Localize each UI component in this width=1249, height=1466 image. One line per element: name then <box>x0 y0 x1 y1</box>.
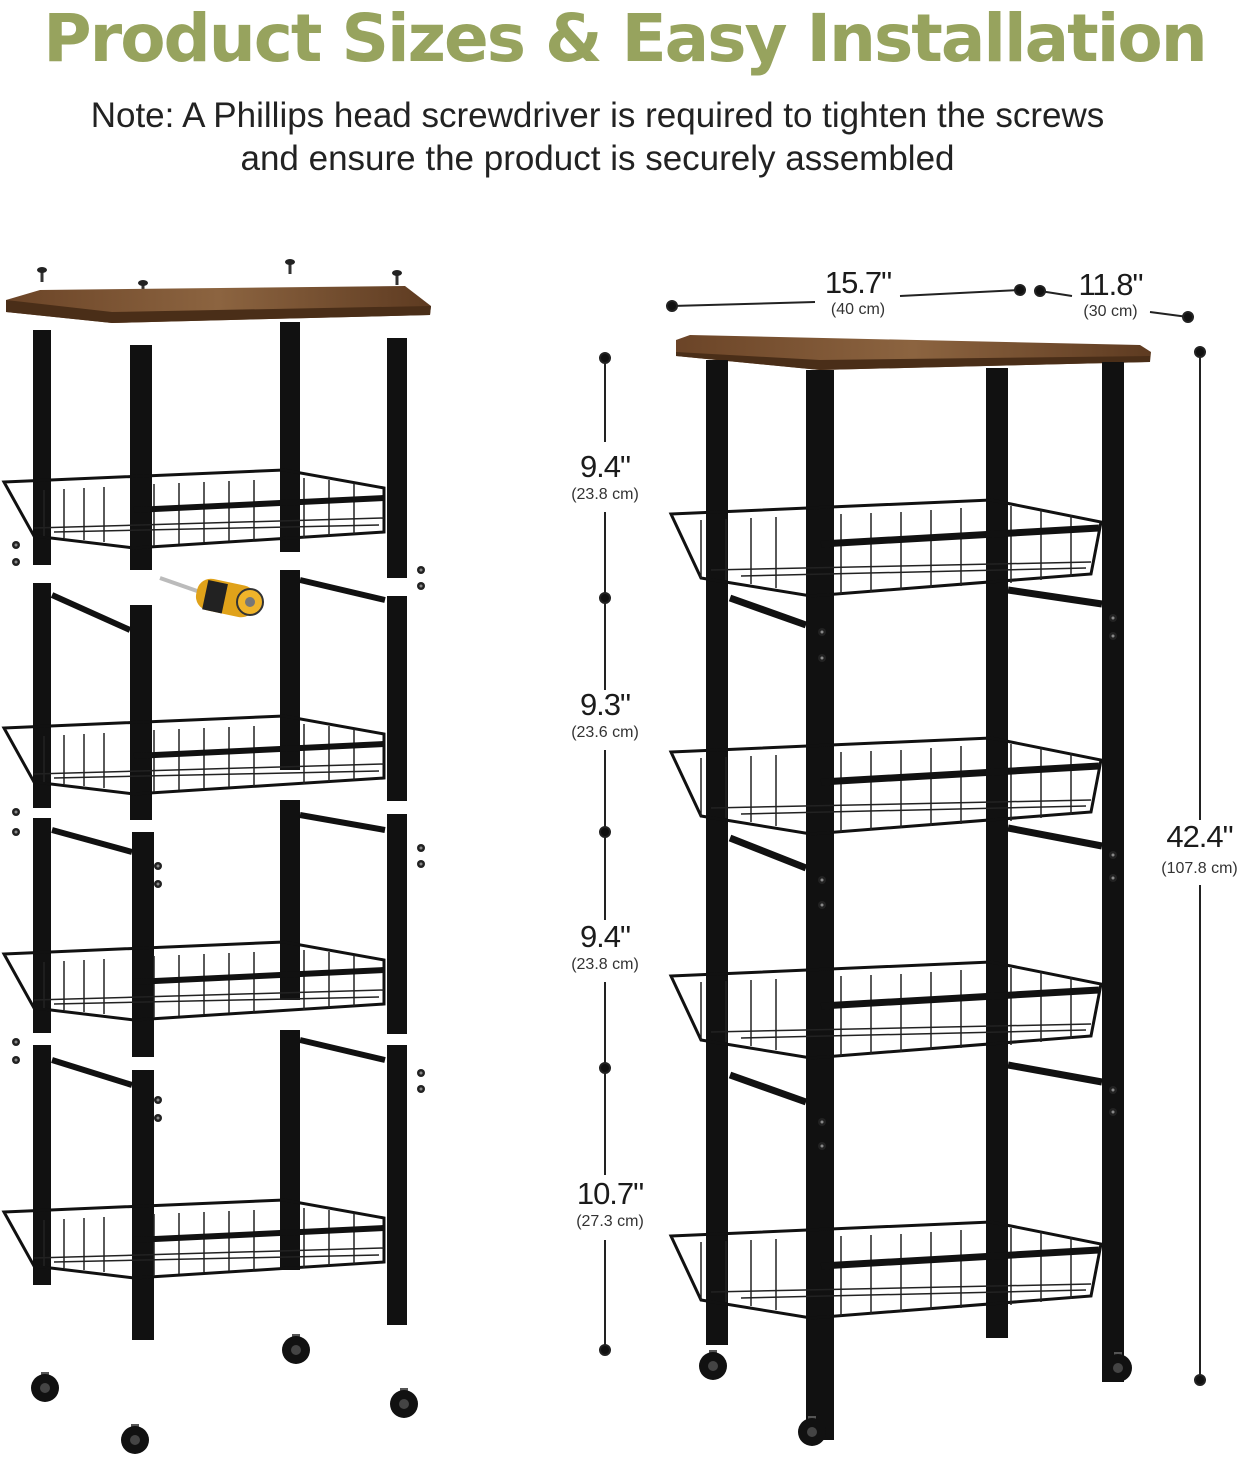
height-cm-label: (107.8 cm) <box>1161 860 1238 877</box>
installation-note: Note: A Phillips head screwdriver is req… <box>0 94 1195 180</box>
screw-icon <box>392 270 402 285</box>
caster-wheel-icon <box>282 1334 310 1364</box>
gap-3-cm-label: (23.8 cm) <box>571 956 639 973</box>
assembled-product-view <box>599 284 1206 1446</box>
page-title: Product Sizes & Easy Installation <box>43 0 1207 77</box>
caster-wheel-icon <box>390 1388 418 1418</box>
screw-icon <box>37 267 47 282</box>
caster-wheel-icon <box>121 1424 149 1454</box>
depth-cm-label: (30 cm) <box>1083 303 1138 320</box>
screwdriver-icon <box>159 576 264 618</box>
caster-wheel-icon <box>31 1372 59 1402</box>
note-line-2: and ensure the product is securely assem… <box>240 139 955 178</box>
gap-4-cm-label: (27.3 cm) <box>576 1213 644 1230</box>
width-cm-label: (40 cm) <box>830 301 886 318</box>
note-line-1: Note: A Phillips head screwdriver is req… <box>90 96 1105 135</box>
height-inches-label: 42.4" <box>1166 819 1233 854</box>
gap-2-inches-label: 9.3" <box>579 687 631 722</box>
gap-4-inches-label: 10.7" <box>576 1176 644 1211</box>
depth-inches-label: 11.8" <box>1078 267 1143 302</box>
gap-1-inches-label: 9.4" <box>579 449 631 484</box>
gap-1-cm-label: (23.8 cm) <box>571 486 639 503</box>
gap-3-inches-label: 9.4" <box>579 919 631 954</box>
exploded-assembly-view <box>4 259 431 1454</box>
width-inches-label: 15.7" <box>824 265 892 300</box>
caster-wheel-icon <box>699 1350 727 1380</box>
gap-2-cm-label: (23.6 cm) <box>571 724 639 741</box>
screw-icon <box>285 259 295 274</box>
